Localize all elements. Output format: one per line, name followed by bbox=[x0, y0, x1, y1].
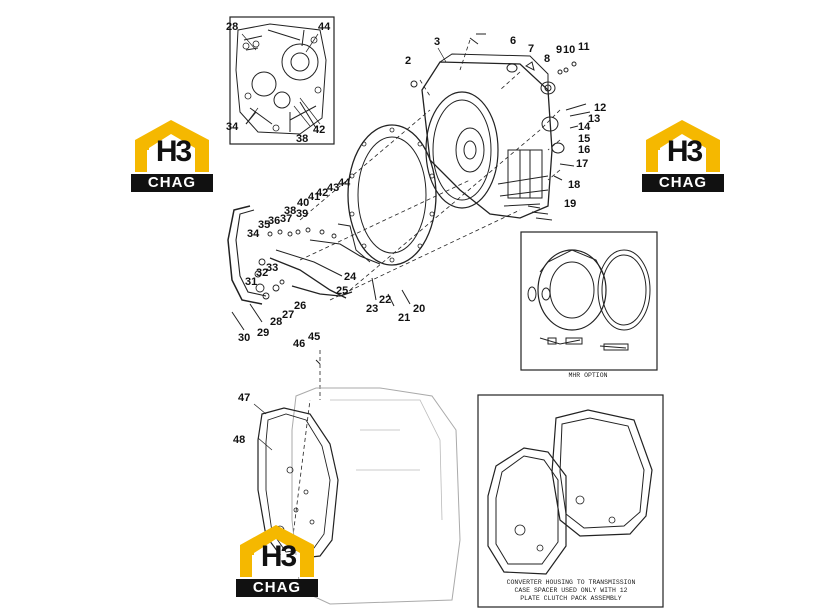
callout-21: 21 bbox=[398, 312, 411, 324]
brand-mark-text: H3 bbox=[666, 135, 703, 168]
inset-top-left-housing bbox=[235, 23, 327, 135]
callout-29: 29 bbox=[257, 327, 270, 339]
spacer-gasket-rear bbox=[551, 409, 653, 537]
callout-8: 8 bbox=[544, 53, 551, 65]
callout-34: 34 bbox=[247, 228, 260, 240]
brand-logo-right: H3 CHAG bbox=[642, 118, 724, 194]
callout-10: 10 bbox=[563, 44, 576, 56]
callout-28-inset: 28 bbox=[226, 21, 239, 33]
callout-6: 6 bbox=[510, 35, 517, 47]
callout-23: 23 bbox=[366, 303, 379, 315]
callout-16: 16 bbox=[578, 144, 591, 156]
inset-spacer-frame bbox=[477, 394, 664, 608]
callout-27: 27 bbox=[282, 309, 295, 321]
inset-mhr-frame bbox=[520, 231, 658, 371]
flange-ring bbox=[347, 124, 437, 266]
callout-32: 32 bbox=[256, 267, 269, 279]
brand-mark-text: H3 bbox=[260, 540, 297, 573]
callout-44: 44 bbox=[338, 177, 351, 189]
callout-37: 37 bbox=[280, 213, 293, 225]
callout-12: 12 bbox=[594, 102, 607, 114]
inset-top-left-frame bbox=[229, 16, 335, 145]
callout-33: 33 bbox=[266, 262, 279, 274]
spacer-caption-line-1: CONVERTER HOUSING TO TRANSMISSION bbox=[506, 579, 636, 586]
callout-46: 46 bbox=[293, 338, 306, 350]
callout-43: 43 bbox=[327, 182, 340, 194]
brand-logo-bottom: H3 CHAG bbox=[236, 523, 318, 599]
callout-22: 22 bbox=[379, 294, 392, 306]
callout-44-inset: 44 bbox=[318, 21, 331, 33]
callout-42-inset: 42 bbox=[313, 124, 326, 136]
spacer-gasket-front bbox=[487, 447, 567, 575]
callout-20: 20 bbox=[413, 303, 426, 315]
spacer-caption: CONVERTER HOUSING TO TRANSMISSION CASE S… bbox=[482, 579, 660, 603]
callout-36: 36 bbox=[268, 215, 281, 227]
callout-19: 19 bbox=[564, 198, 577, 210]
spacer-caption-line-3: PLATE CLUTCH PACK ASSEMBLY bbox=[520, 595, 622, 603]
callout-42: 42 bbox=[316, 187, 329, 199]
callout-2: 2 bbox=[405, 55, 412, 67]
callout-17: 17 bbox=[576, 158, 589, 170]
callout-28: 28 bbox=[270, 316, 283, 328]
callout-38: 38 bbox=[284, 205, 297, 217]
gasket-47 bbox=[257, 407, 339, 561]
callout-47: 47 bbox=[238, 392, 251, 404]
callout-25: 25 bbox=[336, 285, 349, 297]
callout-15: 15 bbox=[578, 133, 591, 145]
brand-name: CHAG bbox=[131, 174, 213, 192]
transmission-case bbox=[291, 387, 461, 605]
callout-45: 45 bbox=[308, 331, 321, 343]
callout-38-inset: 38 bbox=[296, 133, 309, 145]
hose-assembly bbox=[227, 205, 263, 305]
callout-35: 35 bbox=[258, 219, 271, 231]
brand-house-icon bbox=[646, 120, 720, 172]
brand-name: CHAG bbox=[236, 579, 318, 597]
brand-mark-text: H3 bbox=[155, 135, 192, 168]
callout-48: 48 bbox=[233, 434, 246, 446]
callout-14: 14 bbox=[578, 121, 591, 133]
callout-41: 41 bbox=[308, 191, 321, 203]
callout-7: 7 bbox=[528, 43, 535, 55]
brand-house-icon bbox=[135, 120, 209, 172]
spacer-caption-line-2: CASE SPACER USED ONLY WITH 12 bbox=[514, 587, 628, 595]
callout-31: 31 bbox=[245, 276, 258, 288]
callout-24: 24 bbox=[344, 271, 357, 283]
mhr-option-caption: MHR OPTION bbox=[568, 372, 608, 379]
callout-40: 40 bbox=[297, 197, 310, 209]
brand-name: CHAG bbox=[642, 174, 724, 192]
brand-logo-left: H3 CHAG bbox=[131, 118, 213, 194]
callout-39: 39 bbox=[296, 208, 309, 220]
callout-3: 3 bbox=[434, 36, 441, 48]
callout-11: 11 bbox=[578, 41, 590, 53]
callout-30: 30 bbox=[238, 332, 251, 344]
callout-18: 18 bbox=[568, 179, 581, 191]
brand-house-icon bbox=[240, 525, 314, 577]
converter-housing bbox=[421, 61, 553, 219]
callout-9: 9 bbox=[556, 44, 563, 56]
callout-26: 26 bbox=[294, 300, 307, 312]
callout-13: 13 bbox=[588, 113, 601, 125]
callout-34-inset: 34 bbox=[226, 121, 239, 133]
